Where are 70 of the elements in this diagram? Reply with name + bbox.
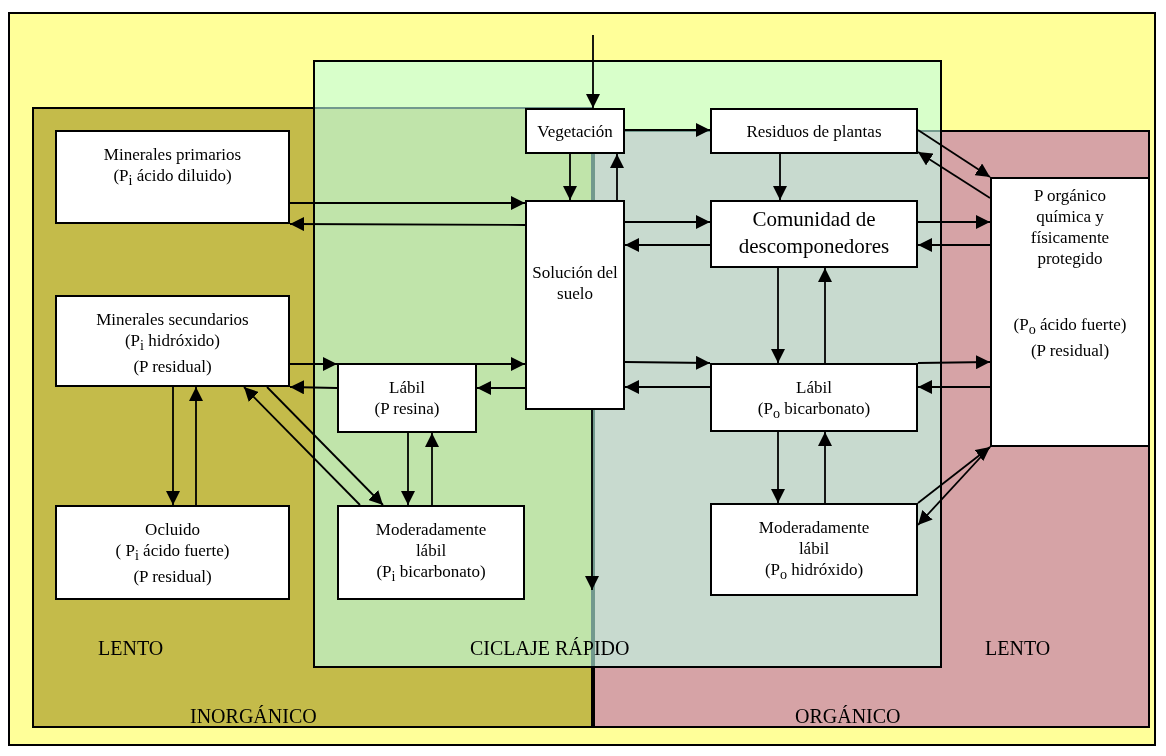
arrow bbox=[917, 446, 991, 526]
zone-label: INORGÁNICO bbox=[190, 705, 317, 728]
process-box bbox=[337, 505, 525, 600]
box-text: (P resina) bbox=[373, 398, 441, 419]
box-text: (P$_{o}$ ácido fuerte) bbox=[1012, 314, 1128, 340]
box-text: Vegetación bbox=[536, 121, 614, 142]
box-text: Minerales secundarios bbox=[95, 309, 250, 330]
arrow bbox=[917, 380, 991, 394]
box-text: Residuos de plantas bbox=[745, 121, 883, 142]
arrow bbox=[563, 153, 577, 201]
arrow bbox=[917, 238, 991, 252]
arrow bbox=[585, 409, 599, 591]
process-box bbox=[55, 505, 290, 600]
arrow bbox=[917, 151, 991, 199]
arrow bbox=[818, 267, 832, 364]
arrow bbox=[624, 123, 711, 137]
arrow bbox=[243, 386, 361, 506]
arrow bbox=[773, 153, 787, 201]
box-text: (P residual) bbox=[132, 566, 213, 588]
zone-label: ORGÁNICO bbox=[795, 705, 901, 728]
process-box bbox=[55, 295, 290, 387]
arrow bbox=[917, 129, 991, 178]
arrow bbox=[818, 431, 832, 504]
process-box bbox=[525, 200, 625, 410]
zone-label: LENTO bbox=[98, 637, 164, 660]
arrow bbox=[917, 446, 991, 504]
process-box bbox=[710, 503, 918, 596]
process-box bbox=[990, 177, 1150, 447]
box-text: Ocluido bbox=[144, 519, 201, 540]
box-text: Comunidad de descomponedores bbox=[737, 206, 891, 260]
zone-label: LENTO bbox=[985, 637, 1051, 660]
arrow bbox=[624, 380, 711, 394]
box-text: (P residual) bbox=[1029, 340, 1111, 362]
arrow bbox=[917, 215, 991, 229]
zone-label: CICLAJE RÁPIDO bbox=[470, 637, 630, 660]
process-box bbox=[710, 108, 918, 154]
arrow bbox=[624, 215, 711, 229]
box-text: (P$_{o}$ bicarbonato) bbox=[756, 398, 872, 424]
arrow bbox=[266, 386, 384, 506]
box-text: (P$_{i}$ bicarbonato) bbox=[375, 561, 487, 587]
arrow bbox=[289, 380, 338, 395]
box-text: P orgánico química y físicamente protegido bbox=[1029, 185, 1111, 269]
arrow bbox=[624, 355, 711, 370]
arrow bbox=[917, 355, 991, 370]
arrow bbox=[586, 34, 600, 109]
arrow bbox=[401, 432, 415, 506]
process-box bbox=[710, 363, 918, 432]
arrow bbox=[425, 432, 439, 506]
process-box bbox=[710, 200, 918, 268]
box-text: (P$_{i}$ hidróxido) bbox=[123, 330, 222, 356]
box-text: Lábil bbox=[388, 377, 426, 398]
box-text: (P residual) bbox=[132, 356, 213, 378]
box-text: Minerales primarios bbox=[102, 144, 243, 165]
box-text: (P$_{o}$ hidróxido) bbox=[763, 559, 865, 585]
arrow bbox=[189, 386, 203, 506]
arrow bbox=[289, 196, 526, 210]
arrow bbox=[771, 267, 785, 364]
box-text: ( P$_{i}$ ácido fuerte) bbox=[114, 540, 231, 566]
arrow bbox=[476, 381, 526, 395]
arrow bbox=[610, 153, 624, 201]
box-text: Lábil bbox=[795, 377, 833, 398]
arrow bbox=[771, 431, 785, 504]
arrow bbox=[166, 386, 180, 506]
arrow bbox=[289, 217, 526, 232]
box-text: Solución del suelo bbox=[531, 262, 619, 304]
box-text: (P$_{i}$ ácido diluido) bbox=[112, 165, 233, 191]
arrow bbox=[624, 238, 711, 252]
process-box bbox=[525, 108, 625, 154]
process-box bbox=[337, 363, 477, 433]
process-box bbox=[55, 130, 290, 224]
